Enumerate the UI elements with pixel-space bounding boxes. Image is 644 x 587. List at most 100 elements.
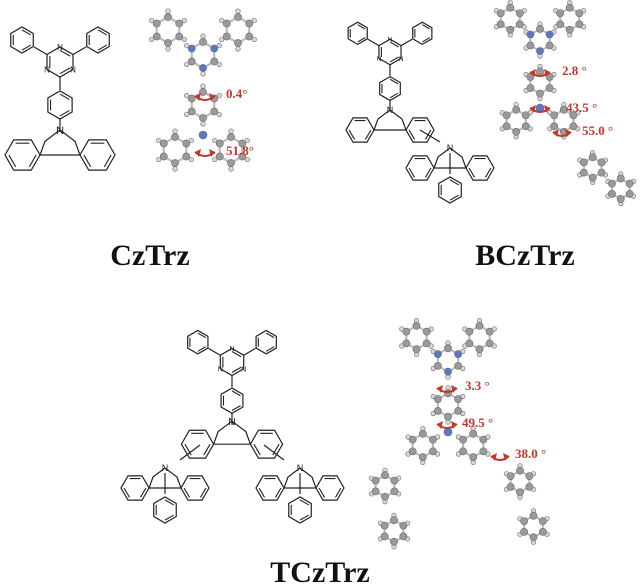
carbon-atom xyxy=(227,133,235,141)
carbon-atom xyxy=(521,111,530,120)
carbon-atom xyxy=(465,327,474,336)
carbon-atom xyxy=(227,159,235,167)
hydrogen-atom xyxy=(212,156,218,163)
carbon-atom xyxy=(469,429,478,438)
double-bond xyxy=(389,41,399,48)
hydrogen-atom xyxy=(149,17,155,24)
carbon-atom xyxy=(371,476,380,485)
double-bond xyxy=(389,56,399,63)
hydrogen-atom xyxy=(184,111,190,118)
carbon-atom xyxy=(182,139,191,148)
arrow-head xyxy=(209,149,215,157)
double-bond xyxy=(164,514,175,521)
hydrogen-atom xyxy=(216,42,222,49)
carbazole-ring xyxy=(180,429,215,459)
carbon-atom xyxy=(556,9,565,18)
nitrogen-atom-label: N xyxy=(376,56,381,63)
cztrz-angle-triazine-phenyl: 0.4° xyxy=(226,86,247,101)
double-bond xyxy=(408,129,416,140)
double-bond xyxy=(357,24,366,30)
bond xyxy=(400,38,413,47)
double-bond xyxy=(59,49,71,57)
bond xyxy=(367,38,380,47)
hydrogen-atom xyxy=(216,111,222,118)
double-bond xyxy=(253,443,261,456)
phenylene-ring xyxy=(47,90,73,120)
hydrogen-atom xyxy=(235,46,241,52)
arrow-head xyxy=(437,385,443,393)
arrow-head xyxy=(491,453,497,461)
arrow-head xyxy=(503,453,509,461)
tcztrz-angle-phenyl-carbazole: 49.5 ° xyxy=(462,415,493,430)
hydrogen-atom xyxy=(244,156,250,163)
nitrogen-atom-label: N xyxy=(57,43,63,52)
carbazole-ring xyxy=(120,475,150,501)
carbon-atom xyxy=(506,482,515,491)
carbon-atom xyxy=(187,94,196,103)
carbon-atom xyxy=(245,32,254,41)
carbon-atom xyxy=(175,32,184,41)
carbon-atom xyxy=(529,533,538,542)
nitrogen-atom-label: N xyxy=(162,463,169,473)
carbon-atom xyxy=(569,111,578,120)
hydrogen-atom xyxy=(156,156,162,163)
carbon-atom xyxy=(433,406,442,415)
hydrogen-atom xyxy=(219,36,225,43)
carbon-atom xyxy=(529,511,538,520)
carbon-atom xyxy=(536,89,544,98)
arrow-head xyxy=(195,149,201,157)
carbon-atom xyxy=(412,321,421,330)
carbon-atom xyxy=(512,105,521,114)
double-bond xyxy=(272,443,280,456)
nitrogen-atom xyxy=(444,367,452,376)
carbon-atom xyxy=(575,20,584,29)
carbon-atom xyxy=(199,114,207,122)
carbon-atom xyxy=(550,122,559,131)
arrow-head xyxy=(451,385,457,393)
hydrogen-atom xyxy=(165,8,171,14)
ball-and-stick-models xyxy=(149,0,637,550)
carbon-atom xyxy=(234,39,242,47)
double-bond xyxy=(318,487,326,498)
carbon-atom xyxy=(502,122,511,131)
double-bond xyxy=(203,443,211,456)
n-phenyl-ring xyxy=(153,496,177,524)
carbon-atom xyxy=(412,345,421,354)
carbon-atom xyxy=(579,168,588,177)
phenyl-ring xyxy=(255,329,277,355)
carbazole-ring xyxy=(315,475,345,501)
carbazole-ring xyxy=(405,155,435,181)
double-bond xyxy=(265,332,275,339)
bond xyxy=(33,46,48,56)
hydrogen-atom xyxy=(251,17,257,24)
carbazole-ring xyxy=(180,475,210,501)
carbon-atom xyxy=(469,453,478,462)
double-bond xyxy=(97,44,108,51)
carbon-atom xyxy=(380,532,389,541)
double-bond xyxy=(8,154,17,168)
carbon-atom xyxy=(422,339,431,348)
phenyl-ring xyxy=(347,21,368,46)
carbon-atom xyxy=(575,9,584,18)
nitrogen-atom xyxy=(198,130,208,140)
arrow-head xyxy=(451,421,457,429)
bcztrz-label: BCzTrz xyxy=(475,239,574,272)
double-bond xyxy=(299,499,310,506)
carbazole-ring xyxy=(79,139,116,171)
double-bond xyxy=(183,487,191,498)
nitrogen-atom xyxy=(187,44,196,53)
carbon-atom xyxy=(608,179,616,188)
double-bond xyxy=(28,154,37,168)
nitrogen-atom-label: N xyxy=(229,344,234,353)
double-bond xyxy=(231,366,242,374)
carbon-atom xyxy=(152,19,161,28)
torsion-arrows xyxy=(194,69,572,461)
carbon-atom xyxy=(408,435,417,444)
pyrrole-ring xyxy=(39,129,81,156)
carbon-atom xyxy=(215,139,224,148)
carbon-atom xyxy=(433,395,442,404)
double-bond xyxy=(59,93,70,101)
arrow-head xyxy=(530,69,536,77)
double-bond xyxy=(97,29,108,36)
double-bond xyxy=(123,487,131,498)
